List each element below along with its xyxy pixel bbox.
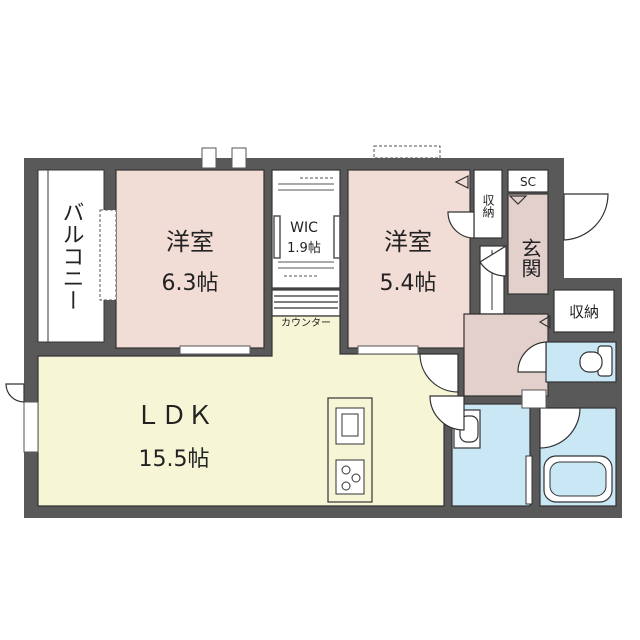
washing-machine-icon — [525, 455, 533, 505]
stove-icon — [335, 459, 365, 495]
hallway — [463, 313, 549, 397]
entrance — [507, 193, 549, 295]
western2-size: 5.4帖 — [380, 271, 437, 296]
western2-name: 洋室 — [384, 228, 432, 256]
western1-size: 6.3帖 — [162, 271, 219, 296]
wic-door-frame — [273, 215, 341, 259]
western-room-2 — [347, 169, 471, 349]
storage-1 — [473, 169, 503, 239]
western-room-1 — [115, 169, 265, 349]
shoe-cabinet — [507, 169, 549, 193]
entrance-door-icon — [563, 193, 609, 241]
labels: バルコニー 洋室 6.3帖 WIC 1.9帖 洋室 5.4帖 収納 SC 玄関 … — [59, 175, 600, 472]
ldk-side-door-icon — [5, 383, 25, 403]
wic-size: 1.9帖 — [287, 241, 321, 256]
western1-name: 洋室 — [166, 228, 214, 256]
closet-door-icon — [479, 244, 507, 277]
wic-shelf-lines — [278, 183, 334, 269]
window-marks — [23, 145, 547, 453]
storage1-door-icon — [447, 211, 475, 239]
ldk-name: ＬＤＫ — [135, 401, 213, 431]
entrance-markers — [454, 175, 551, 330]
wic-hanger-marks — [284, 177, 334, 277]
storage-2 — [553, 289, 615, 333]
balcony — [37, 169, 105, 343]
storage2-label: 収納 — [569, 303, 599, 321]
kitchen-counter — [327, 397, 373, 503]
storage1-label: 収納 — [481, 194, 495, 218]
toilet-door-icon — [517, 341, 547, 373]
toilet-icon — [579, 345, 613, 377]
balcony-label: バルコニー — [59, 201, 84, 311]
washroom-door-icon — [429, 395, 465, 431]
door-swings — [5, 193, 609, 449]
sc-label: SC — [520, 175, 536, 189]
entrance-label: 玄関 — [518, 238, 542, 278]
bathroom-door-icon — [539, 407, 581, 449]
room2-door-icon — [419, 353, 459, 393]
counter-hatch — [271, 289, 341, 317]
ldk-size: 15.5帖 — [139, 447, 210, 472]
wic-name: WIC — [290, 220, 318, 236]
counter-label: カウンター — [281, 317, 331, 329]
